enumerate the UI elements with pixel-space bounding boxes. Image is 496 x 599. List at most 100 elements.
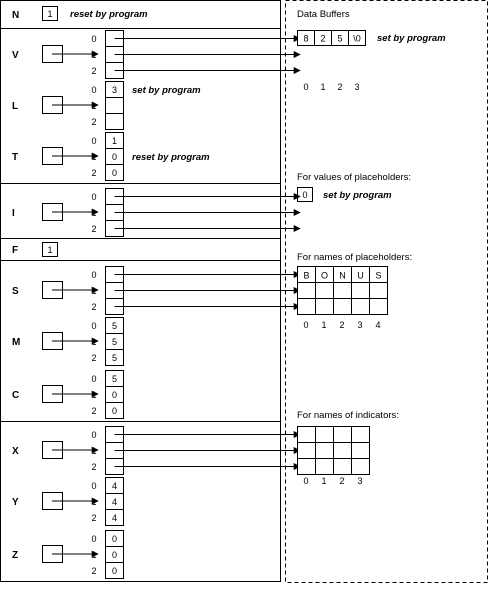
var-l-index: 0 (91, 85, 96, 95)
indicator-name-cell (351, 426, 370, 443)
var-l-cell (105, 113, 124, 130)
var-i-index: 0 (91, 192, 96, 202)
var-i-index: 2 (91, 224, 96, 234)
var-y-cell-value: 4 (112, 481, 117, 491)
placeholder-values-title: For values of placeholders: (297, 172, 411, 183)
placeholder-name-char: U (357, 271, 364, 281)
var-x-index: 2 (91, 462, 96, 472)
indicator-name-index: 0 (303, 476, 308, 486)
data-buffer-index: 1 (320, 82, 325, 92)
var-l-label: L (12, 101, 18, 112)
var-l-index: 2 (91, 117, 96, 127)
var-f-label: F (12, 245, 18, 256)
data-buffer-index: 3 (354, 82, 359, 92)
var-t-note: reset by program (132, 152, 210, 163)
placeholder-name-char: S (375, 271, 381, 281)
indicator-name-cell (297, 426, 316, 443)
var-i-index: 1 (91, 208, 96, 218)
var-c-cell-value: 0 (112, 390, 117, 400)
indicator-name-index: 3 (357, 476, 362, 486)
var-v-index: 2 (91, 66, 96, 76)
var-z-index: 1 (91, 550, 96, 560)
placeholder-name-char: N (339, 271, 346, 281)
var-y-index: 2 (91, 513, 96, 523)
indicator-name-cell (351, 442, 370, 459)
placeholder-name-index: 3 (357, 320, 362, 330)
var-c-cell-value: 5 (112, 374, 117, 384)
var-t-cell-value: 0 (112, 168, 117, 178)
var-m-label: M (12, 337, 20, 348)
var-f: F 1 (12, 242, 58, 257)
var-z-cell-value: 0 (112, 566, 117, 576)
var-i-label: I (12, 208, 15, 219)
placeholder-name-cell (297, 298, 316, 315)
var-t-label: T (12, 152, 18, 163)
var-v-label: V (12, 50, 19, 61)
placeholder-name-cell (369, 282, 388, 299)
placeholder-name-cell (315, 298, 334, 315)
var-m-cell-value: 5 (112, 337, 117, 347)
indicator-name-cell (297, 442, 316, 459)
placeholder-name-index: 1 (321, 320, 326, 330)
var-l-note: set by program (132, 85, 201, 96)
placeholder-name-cell (351, 282, 370, 299)
placeholder-value-text: 0 (302, 190, 307, 200)
var-c-index: 2 (91, 406, 96, 416)
var-x-label: X (12, 446, 19, 457)
indicator-name-cell (297, 458, 316, 475)
var-t-cell-value: 1 (112, 136, 117, 146)
data-buffer-cell-value: 5 (337, 34, 342, 44)
var-x-index: 0 (91, 430, 96, 440)
var-m-cell (105, 349, 124, 366)
placeholder-name-index: 0 (303, 320, 308, 330)
var-y-index: 0 (91, 481, 96, 491)
var-c-index: 1 (91, 390, 96, 400)
var-t-index: 0 (91, 136, 96, 146)
data-buffer-cell-value: 8 (303, 34, 308, 44)
data-buffer-note: set by program (377, 33, 446, 44)
indicator-name-cell (333, 442, 352, 459)
var-s-index: 1 (91, 286, 96, 296)
var-z-cell-value: 0 (112, 534, 117, 544)
var-l-cell (105, 97, 124, 114)
var-y-cell-value: 4 (112, 497, 117, 507)
indicator-names-title: For names of indicators: (297, 410, 399, 421)
var-z-cell-value: 0 (112, 550, 117, 560)
buffers-title: Data Buffers (297, 9, 350, 20)
indicator-name-cell (315, 442, 334, 459)
indicator-name-index: 1 (321, 476, 326, 486)
var-l-cell-value: 3 (112, 85, 117, 95)
placeholder-name-cell (333, 282, 352, 299)
var-m-index: 0 (91, 321, 96, 331)
var-n-value: 1 (47, 9, 52, 19)
placeholder-name-index: 4 (375, 320, 380, 330)
var-l-index: 1 (91, 101, 96, 111)
var-n-box (42, 6, 58, 21)
indicator-name-index: 2 (339, 476, 344, 486)
var-m-index: 1 (91, 337, 96, 347)
var-c-cell-value: 0 (112, 406, 117, 416)
placeholder-values-note: set by program (323, 190, 392, 201)
var-s-label: S (12, 286, 19, 297)
indicator-name-cell (315, 458, 334, 475)
var-y-cell (105, 509, 124, 526)
var-z-index: 2 (91, 566, 96, 576)
placeholder-name-cell (333, 298, 352, 315)
data-buffer-cell (348, 30, 366, 46)
indicator-name-cell (351, 458, 370, 475)
data-buffer-index: 0 (303, 82, 308, 92)
var-s-index: 0 (91, 270, 96, 280)
var-m-cell-value: 5 (112, 321, 117, 331)
var-n-label: N (12, 10, 19, 21)
var-t-index: 1 (91, 152, 96, 162)
var-c-cell (105, 402, 124, 419)
data-buffer-cell-value: 2 (320, 34, 325, 44)
var-t-cell-value: 0 (112, 152, 117, 162)
var-x-index: 1 (91, 446, 96, 456)
data-buffer-index: 2 (337, 82, 342, 92)
var-t-index: 2 (91, 168, 96, 178)
var-s-index: 2 (91, 302, 96, 312)
placeholder-name-cell (351, 298, 370, 315)
var-n-note: reset by program (70, 9, 148, 20)
